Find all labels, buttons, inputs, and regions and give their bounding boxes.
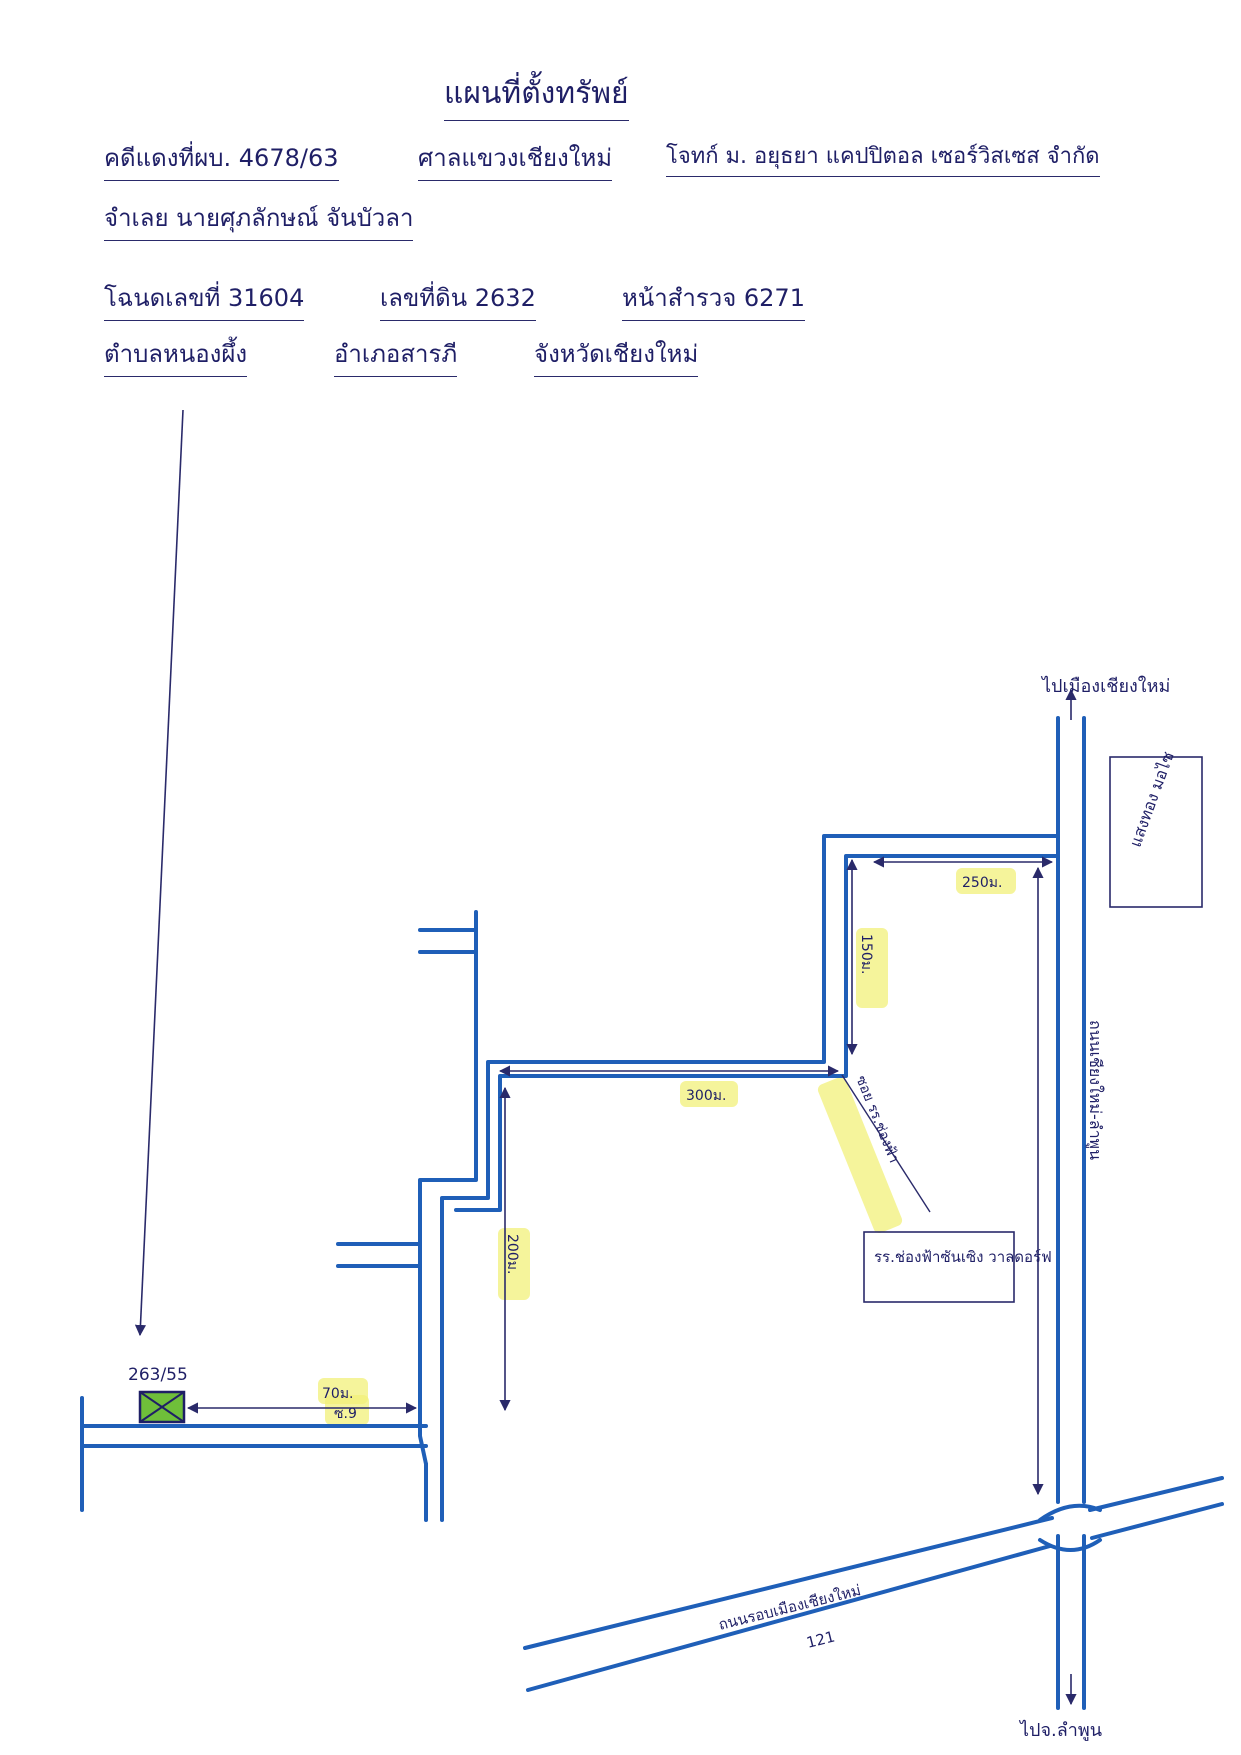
junction-bottom-curve: [1038, 1538, 1102, 1552]
to-city-label: ไปเมืองเชียงใหม่: [1040, 675, 1170, 697]
route-outer-edge: [440, 834, 1060, 1466]
highlight-soi-school: [817, 1077, 903, 1233]
defendant-name: จำเลย นายศุภลักษณ์ จันบัวลา: [104, 198, 414, 241]
dist-300-label: 300ม.: [686, 1088, 726, 1104]
dist-150-label: 150ม.: [858, 934, 874, 974]
main-road-label: ถนนเชียงใหม่-ลำพูน: [1085, 1020, 1105, 1160]
map-title: แผนที่ตั้งทรัพย์: [444, 70, 629, 121]
plaintiff-name: โจทก์ ม. อยุธยา แคปปิตอล เซอร์วิสเซส จำก…: [666, 138, 1100, 177]
pointer-line: [134, 409, 184, 1337]
subdistrict: ตำบลหนองผึ้ง: [104, 334, 248, 377]
dist-200-label: 200ม.: [504, 1234, 520, 1274]
district: อำเภอสารภี: [334, 334, 458, 377]
property-label: 263/55: [128, 1365, 188, 1385]
ring-road-top-left: [523, 1516, 1054, 1650]
dist-70-label: 70ม.: [322, 1386, 354, 1402]
shop-label: แสงทอง มอไซ: [1126, 749, 1178, 850]
highlight-150: [856, 928, 888, 1008]
school-label: รร.ช่องฟ้าซันเซิง วาลดอร์ฟ: [874, 1248, 1052, 1266]
ring-road-label: ถนนรอบเมืองเชียงใหม่: [717, 1581, 863, 1634]
survey-page: หน้าสำรวจ 6271: [622, 278, 805, 321]
soi-label: ซ.9: [334, 1406, 357, 1422]
school-box: [863, 1231, 1015, 1303]
ring-road-bottom-right: [1090, 1502, 1224, 1540]
ring-road-number: 121: [805, 1627, 837, 1651]
school-soi-line: [841, 1074, 931, 1213]
highlight-70: [318, 1378, 368, 1404]
ring-road-bottom-left: [526, 1544, 1052, 1692]
to-lamphun-label: ไปจ.ลำพูน: [1018, 1719, 1102, 1741]
highlight-300: [680, 1081, 738, 1107]
dist-250-label: 250ม.: [962, 875, 1002, 891]
land-number: เลขที่ดิน 2632: [380, 278, 536, 321]
court-name: ศาลแขวงเชียงใหม่: [418, 138, 613, 181]
route-inner-edge: [454, 854, 1060, 1212]
shop-box: [1109, 756, 1203, 908]
province: จังหวัดเชียงใหม่: [534, 334, 699, 377]
case-number: คดีแดงที่ผบ. 4678/63: [104, 138, 339, 181]
soi-left-edge-a: [418, 910, 478, 1466]
junction-top-curve: [1038, 1503, 1102, 1522]
property-cross-2: [139, 1391, 185, 1423]
deed-number: โฉนดเลขที่ 31604: [104, 278, 305, 321]
highlight-250: [956, 868, 1016, 894]
ring-road-top-right: [1088, 1476, 1224, 1512]
